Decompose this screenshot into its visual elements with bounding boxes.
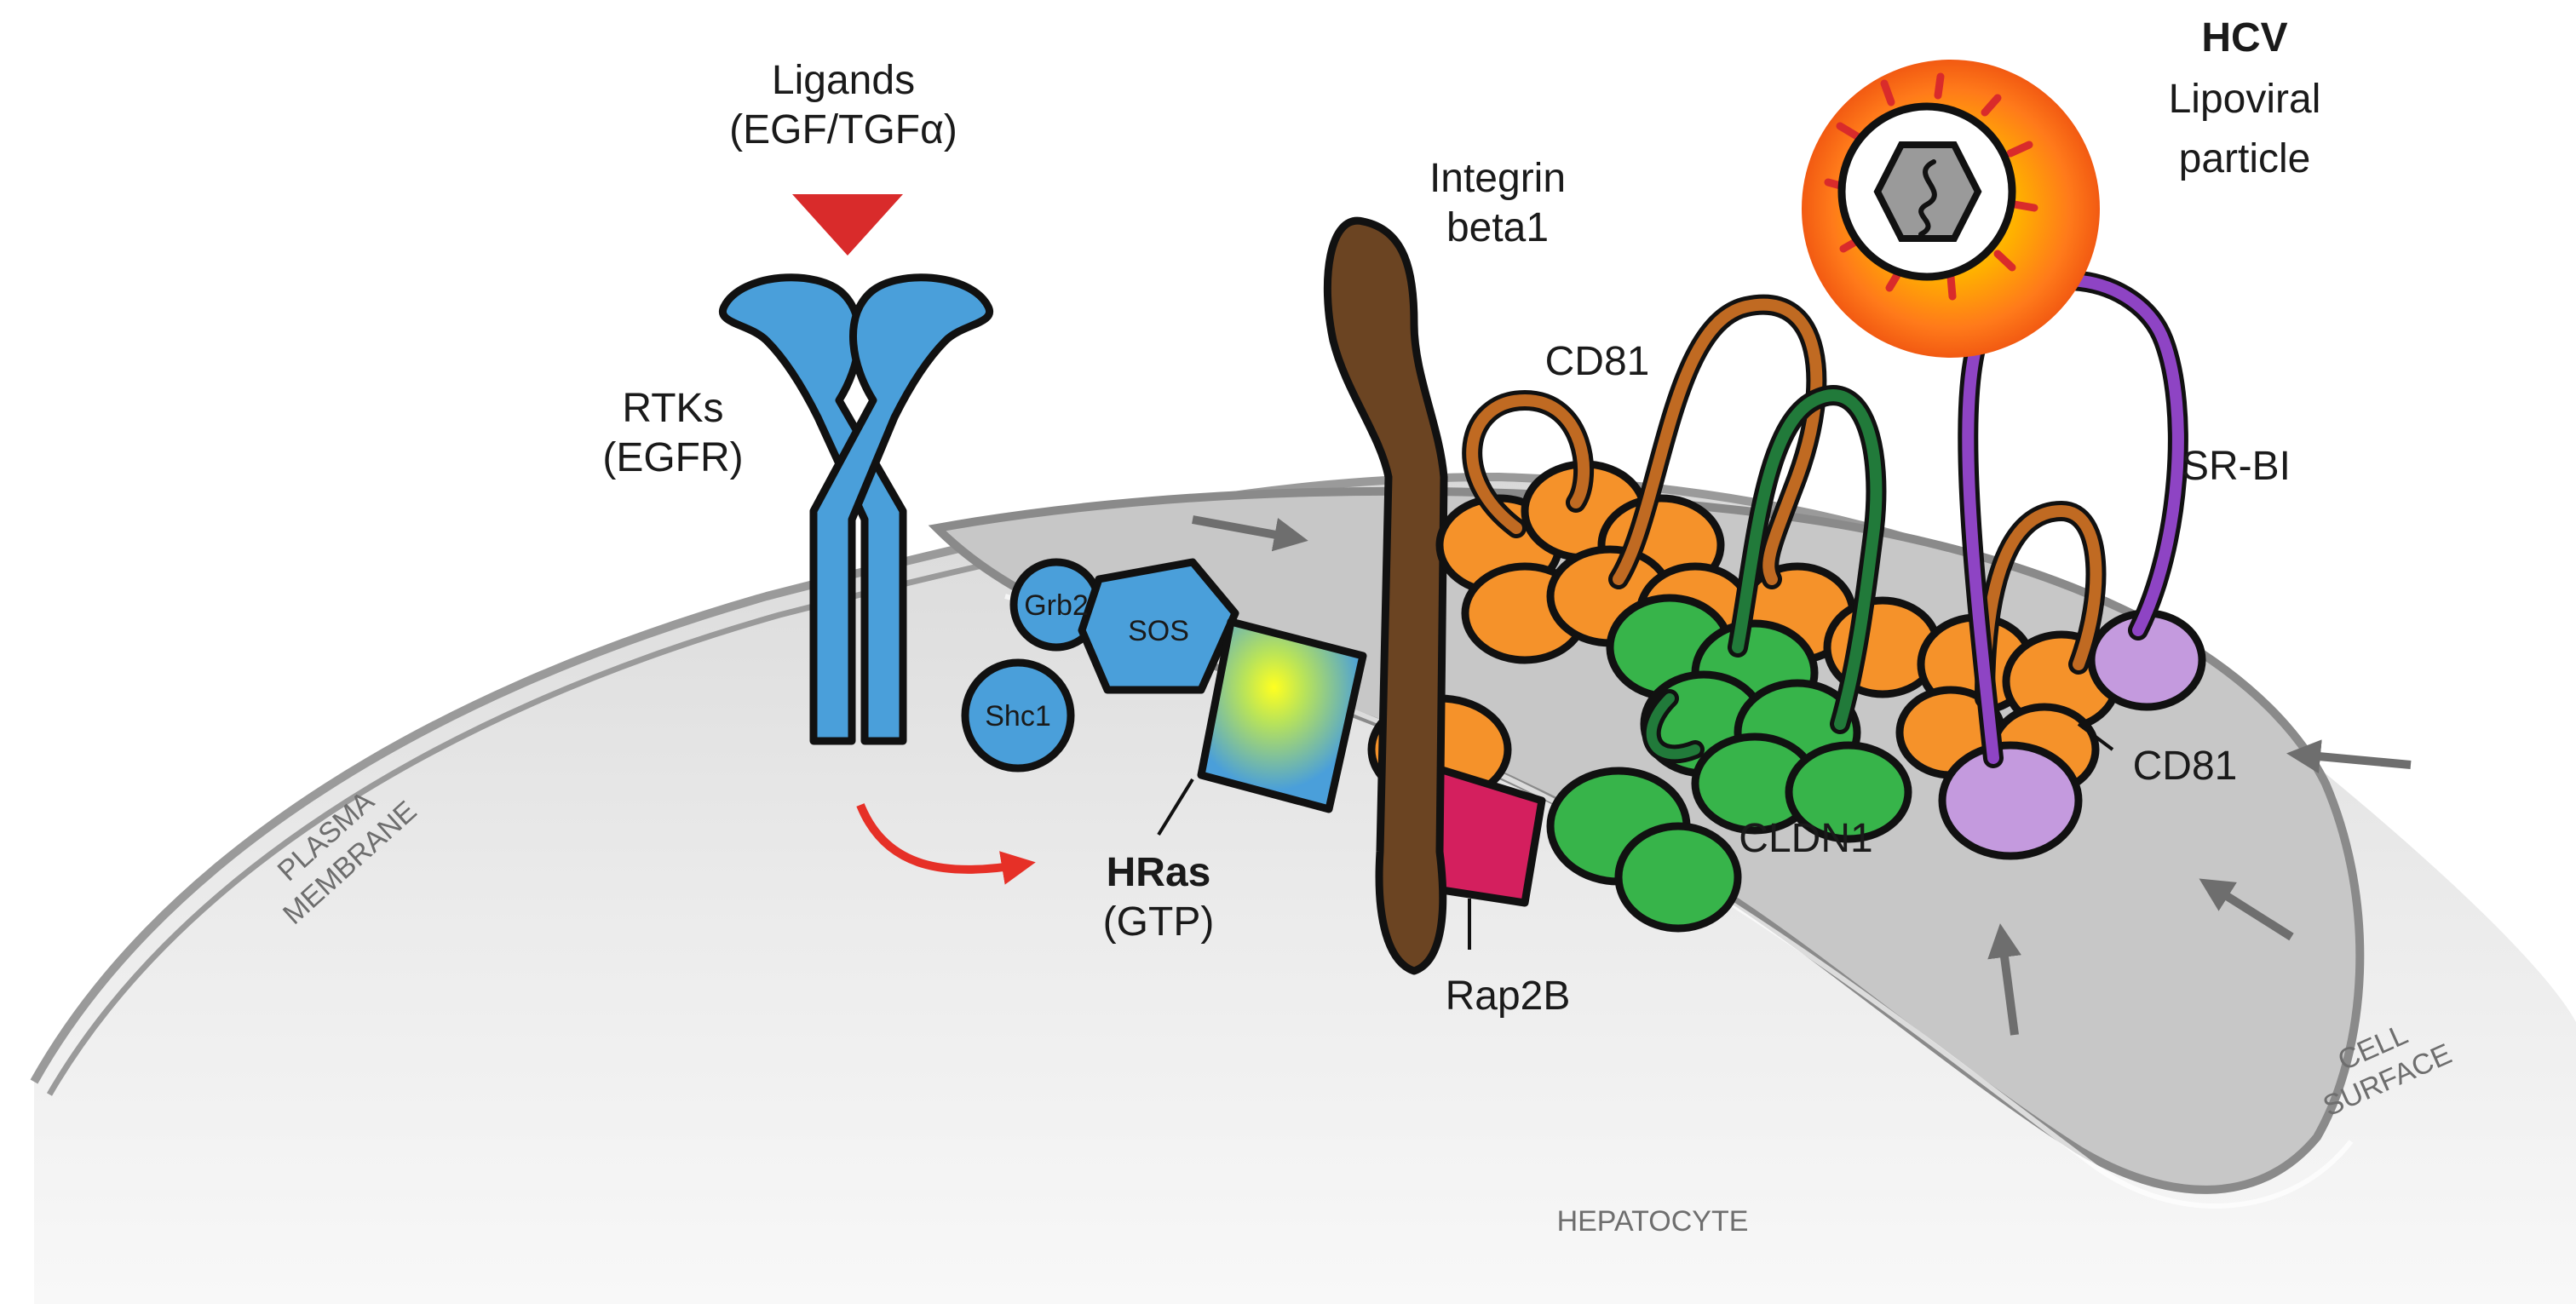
label-ligands: Ligands (772, 58, 915, 103)
label-ligands-sub: (EGF/TGFα) (729, 107, 957, 152)
activation-arrow (856, 803, 1036, 885)
label-grb2: Grb2 (1024, 589, 1089, 622)
label-integrin-sub: beta1 (1446, 205, 1549, 250)
extracellular-loops (1462, 270, 2188, 768)
label-cd81-top: CD81 (1545, 339, 1650, 384)
label-srbi: SR-BI (2182, 444, 2291, 489)
ligand-triangle (792, 194, 903, 256)
hras-protein (1197, 618, 1367, 813)
arrow-lateral-top (1192, 515, 1308, 552)
label-rap2b: Rap2B (1446, 974, 1571, 1019)
arrow-right-2 (2199, 878, 2294, 941)
label-rtks-sub: (EGFR) (602, 435, 743, 480)
hras-leader (1157, 778, 1194, 836)
arrow-bottom (1987, 923, 2021, 1036)
hcv-particle (1802, 60, 2100, 358)
movement-arrows (1192, 515, 2412, 1036)
label-hcv-lipoviral: Lipoviral (2169, 77, 2321, 122)
label-integrin: Integrin (1429, 156, 1566, 201)
label-rtks: RTKs (622, 386, 723, 431)
hcv-capsid (1873, 141, 1982, 242)
arrow-right-1 (2286, 739, 2412, 774)
shc1-protein (961, 658, 1075, 773)
label-cldn1: CLDN1 (1739, 816, 1872, 861)
label-hepatocyte: HEPATOCYTE (1557, 1205, 1749, 1238)
cd81-bottom-leader (2077, 722, 2114, 751)
label-hcv: HCV (2201, 15, 2287, 60)
label-hras: HRas (1107, 850, 1211, 895)
egfr-receptor (719, 273, 993, 745)
label-cd81-bottom: CD81 (2133, 744, 2238, 789)
sos-protein (1078, 558, 1239, 694)
hcv-rna (1918, 159, 1937, 237)
integrin-beta1 (1323, 216, 1448, 975)
label-shc1: Shc1 (985, 700, 1051, 732)
label-hras-sub: (GTP) (1103, 899, 1215, 945)
label-hcv-particle: particle (2179, 136, 2311, 181)
label-sos: SOS (1128, 615, 1189, 647)
